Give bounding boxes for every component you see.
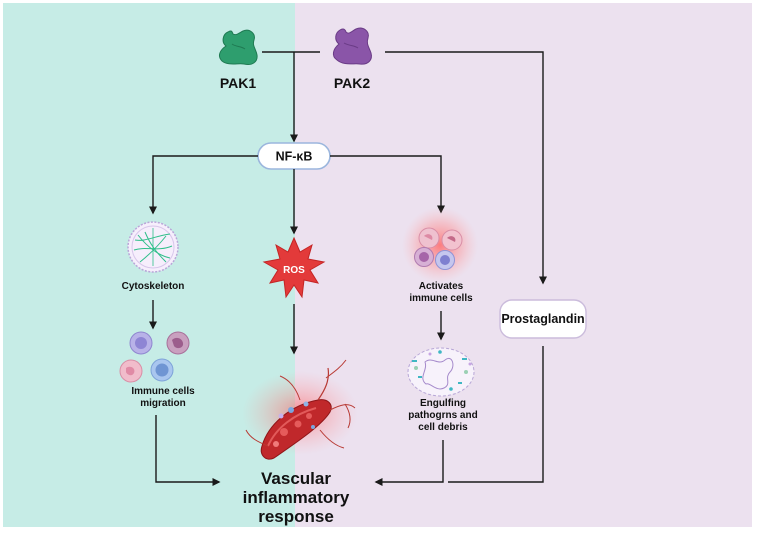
engulfing-label-line1: Engulfing: [420, 398, 466, 409]
nfkb-label: NF-κB: [276, 150, 313, 164]
immune-migration-label-line2: migration: [140, 398, 186, 409]
pathogen-debris-icon: [407, 347, 475, 397]
cytoskeleton-icon: [127, 221, 179, 273]
pak1-label: PAK1: [220, 75, 257, 91]
ros-label: ROS: [283, 265, 305, 276]
activated-immune-cells-icon: [402, 207, 478, 283]
immune-migration-label-line1: Immune cells: [131, 386, 195, 397]
activates-immune-label-line2: immune cells: [409, 293, 473, 304]
pak1-protein-icon: [218, 29, 258, 65]
arrow-immune-to-vascular: [155, 415, 221, 486]
arrow-nfkb-to-cytoskeleton: [149, 155, 258, 215]
inflamed-vessel-icon: [242, 359, 358, 460]
pak2-protein-icon: [332, 27, 372, 65]
arrow-prostaglandin-to-vascular: [448, 346, 544, 483]
vascular-label-line1: Vascular: [261, 469, 331, 488]
engulfing-label-line3: cell debris: [418, 422, 468, 433]
right-panel: [295, 3, 752, 527]
arrow-nfkb-to-activated-cells: [330, 155, 445, 214]
prostaglandin-label: Prostaglandin: [501, 312, 584, 326]
prostaglandin-node: [499, 299, 587, 339]
vascular-label-line2: inflammatory: [243, 488, 350, 507]
arrow-engulfing-to-vascular: [374, 440, 444, 486]
immune-cells-icon: [119, 331, 190, 383]
arrow-pak2-to-prostaglandin: [385, 51, 547, 285]
ros-starburst-icon: [262, 236, 326, 299]
engulfing-label-line2: pathogrns and: [408, 410, 477, 421]
activates-immune-label-line1: Activates: [419, 281, 464, 292]
pak2-label: PAK2: [334, 75, 371, 91]
vascular-label-line3: response: [258, 507, 334, 526]
cytoskeleton-label: Cytoskeleton: [122, 281, 185, 292]
